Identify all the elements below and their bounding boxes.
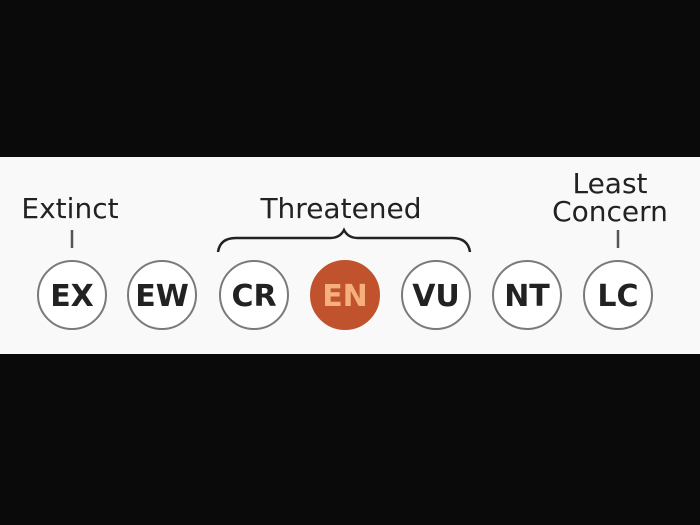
badge-code: EW bbox=[135, 279, 189, 314]
category-ew: EW bbox=[127, 260, 197, 330]
threatened-brace bbox=[216, 227, 472, 253]
category-en: EN bbox=[310, 260, 380, 330]
badge-code-active: EN bbox=[322, 279, 368, 314]
category-vu: VU bbox=[401, 260, 471, 330]
category-lc: LC bbox=[583, 260, 653, 330]
badge-code: VU bbox=[412, 279, 460, 314]
badge-circle-active bbox=[310, 260, 380, 330]
category-cr: CR bbox=[219, 260, 289, 330]
label-least: Least bbox=[572, 167, 647, 200]
badge-circle bbox=[37, 260, 107, 330]
badge-code: NT bbox=[504, 279, 550, 314]
badge-circle bbox=[492, 260, 562, 330]
badge-code: LC bbox=[597, 279, 638, 314]
category-nt: NT bbox=[492, 260, 562, 330]
badge-circle bbox=[219, 260, 289, 330]
label-threatened: Threatened bbox=[259, 192, 421, 225]
category-ex: EX bbox=[37, 260, 107, 330]
badge-code: CR bbox=[231, 279, 276, 314]
badge-circle bbox=[583, 260, 653, 330]
badge-circle bbox=[127, 260, 197, 330]
label-concern: Concern bbox=[552, 195, 668, 228]
badge-code: EX bbox=[50, 279, 94, 314]
badge-circle bbox=[401, 260, 471, 330]
label-extinct: Extinct bbox=[21, 192, 118, 225]
